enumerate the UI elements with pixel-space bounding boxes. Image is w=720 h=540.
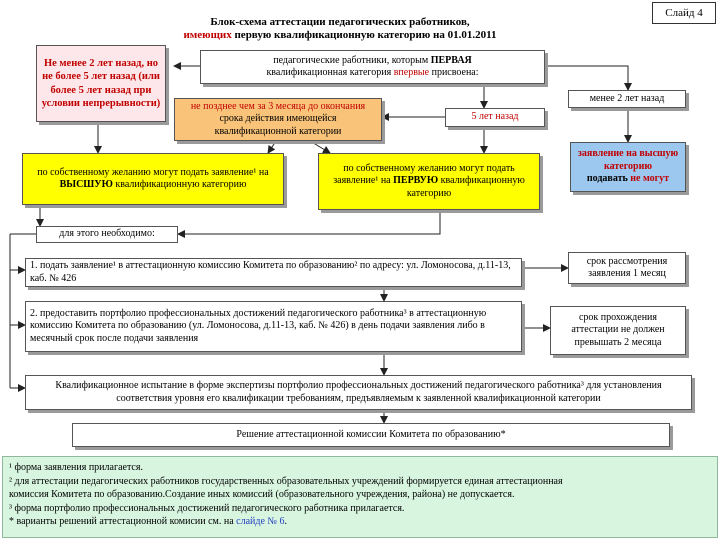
node-five-years-text: 5 лет назад (471, 111, 519, 123)
node-qualification-exam: Квалификационное испытание в форме экспе… (25, 375, 692, 410)
footnote-4-text: * варианты решений аттестационной комиси… (9, 516, 237, 527)
node-commission-decision: Решение аттестационной комиссии Комитета… (72, 423, 670, 447)
footnote-4: * варианты решений аттестационной комиси… (9, 515, 711, 529)
footnote-2a: ² для аттестации педагогических работник… (9, 475, 563, 487)
node-step-2-portfolio: 2. предоставить портфолио профессиональн… (25, 301, 522, 352)
node-higher-right-red2: не могут (630, 173, 670, 185)
node-necessary-text: для этого необходимо: (59, 228, 155, 240)
node-less-2-text: менее 2 лет назад (589, 92, 665, 104)
node-first-mid-2: квалификационную категорию (406, 175, 525, 199)
node-top-text-1: педагогические работники, которым (273, 54, 431, 66)
node-cannot-apply-higher: заявление на высшую категорию подавать н… (570, 142, 686, 192)
node-may-apply-higher: по собственному желанию могут подать зая… (22, 153, 284, 205)
node-3m-red: не позднее чем за 3 месяца до окончания (190, 100, 366, 112)
node-top-red: впервые (393, 67, 430, 78)
node-attestation-term-text: срок прохождения аттестации не должен пр… (571, 311, 665, 348)
node-first-category-assigned: педагогические работники, которым ПЕРВАЯ… (200, 50, 545, 84)
title-rest: первую квалификационную категорию на 01.… (231, 28, 497, 41)
node-higher-left-2: квалификационную категорию (112, 179, 247, 190)
node-step-1-text: 1. подать заявление¹ в аттестационную ко… (30, 260, 511, 284)
title-red-word: имеющих (183, 28, 232, 41)
footnote-1: ¹ форма заявления прилагается. (9, 462, 143, 473)
slide-number-badge[interactable]: Слайд 4 (652, 2, 716, 24)
node-first-mid-1: по собственному желанию могут подать зая… (333, 162, 515, 187)
node-attestation-term: срок прохождения аттестации не должен пр… (550, 306, 686, 355)
node-first-mid-bold: ПЕРВУЮ (393, 175, 439, 187)
node-review-term: срок рассмотрения заявления 1 месяц (568, 252, 686, 284)
footnote-slide-6-link[interactable]: слайде № 6 (236, 516, 285, 527)
footnote-3: ³ форма портфолио профессиональных дости… (9, 502, 405, 514)
footnote-2b: комиссия Комитета по образованию.Создани… (9, 489, 515, 500)
node-top-text-2: квалификационная категория (266, 67, 394, 78)
node-step-1-submit: 1. подать заявление¹ в аттестационную ко… (25, 258, 522, 287)
node-higher-left-bold: ВЫСШУЮ (59, 179, 113, 190)
title-line-1: Блок-схема аттестации педагогических раб… (210, 16, 470, 28)
node-decision-text: Решение аттестационной комиссии Комитета… (236, 428, 506, 440)
node-higher-left-1: по собственному желанию могут подать зая… (37, 166, 269, 178)
footnotes-panel: ¹ форма заявления прилагается. ² для атт… (2, 456, 718, 538)
title-line-2: имеющих первую квалификационную категори… (150, 29, 530, 42)
node-less-2-years-ago: менее 2 лет назад (568, 90, 686, 108)
node-step-2-text: 2. предоставить портфолио профессиональн… (30, 307, 487, 344)
node-not-less-2-years: Не менее 2 лет назад, но не более 5 лет … (36, 45, 166, 122)
diagram-title: Блок-схема аттестации педагогических раб… (150, 16, 530, 41)
footnote-4-end: . (284, 516, 287, 527)
node-not-later-3-months: не позднее чем за 3 месяца до окончания … (174, 98, 382, 141)
node-higher-right-text: подавать (586, 173, 631, 185)
node-five-years-ago: 5 лет назад (445, 108, 545, 127)
node-review-term-text: срок рассмотрения заявления 1 месяц (586, 255, 668, 280)
node-top-text-3: присвоена: (429, 67, 479, 78)
node-3m-rest: срока действия имеющейся квалификационно… (214, 113, 342, 137)
node-may-apply-first: по собственному желанию могут подать зая… (318, 153, 540, 210)
node-not-less-2-text: Не менее 2 лет назад, но не более 5 лет … (41, 58, 161, 109)
node-exam-text: Квалификационное испытание в форме экспе… (55, 380, 662, 404)
node-necessary: для этого необходимо: (36, 226, 178, 243)
node-higher-right-red: заявление на высшую категорию (577, 148, 679, 172)
node-top-bold: ПЕРВАЯ (430, 54, 472, 66)
